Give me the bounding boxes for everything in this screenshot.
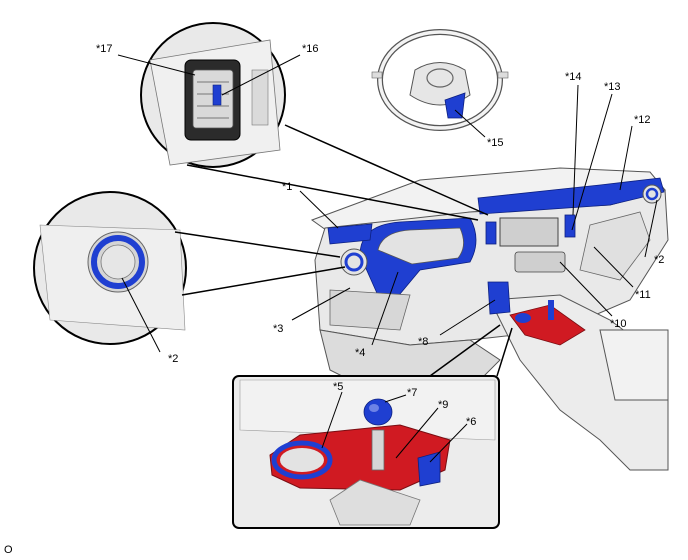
callout-3: *3	[273, 323, 283, 335]
callout-2-right: *2	[654, 254, 664, 266]
center-vent-left-blue	[485, 221, 497, 245]
callout-15: *15	[487, 137, 504, 149]
lower-center-blue	[487, 281, 511, 315]
callout-4: *4	[355, 347, 365, 359]
callout-9: *9	[438, 399, 448, 411]
callout-14: *14	[565, 71, 582, 83]
inset-connectors	[174, 124, 513, 377]
callout-7: *7	[407, 387, 417, 399]
center-vent-right-blue	[564, 214, 576, 238]
callout-1: *1	[282, 181, 292, 193]
inset-side-vent	[33, 191, 187, 345]
shift-cover-blue	[417, 451, 441, 487]
upper-garnish-blue	[477, 177, 665, 215]
inset-shift-panel	[232, 375, 500, 529]
callout-16: *16	[302, 43, 319, 55]
vent-knob-blue	[212, 84, 222, 106]
side-trim-left-blue	[327, 223, 373, 245]
figure-code: O	[4, 544, 13, 556]
shift-knob-blue	[363, 398, 393, 426]
steering-spoke-blue	[444, 92, 466, 119]
callout-10: *10	[610, 318, 627, 330]
leader-lines	[117, 54, 658, 463]
steering-wheel-illustration	[371, 29, 509, 131]
callout-6: *6	[466, 416, 476, 428]
callout-11: *11	[635, 289, 651, 301]
callout-13: *13	[604, 81, 621, 93]
inset-center-vent	[140, 22, 286, 168]
callout-17: *17	[96, 43, 113, 55]
callout-2-left: *2	[168, 353, 178, 365]
callout-5: *5	[333, 381, 343, 393]
callout-12: *12	[634, 114, 651, 126]
cup-holder-ring-blue	[271, 440, 333, 480]
dashboard-illustration	[310, 167, 669, 471]
callout-8: *8	[418, 336, 428, 348]
callout-labels: *17 *16 *15 *14 *13 *12 *1 *2 *11 *10 *3…	[4, 43, 664, 556]
